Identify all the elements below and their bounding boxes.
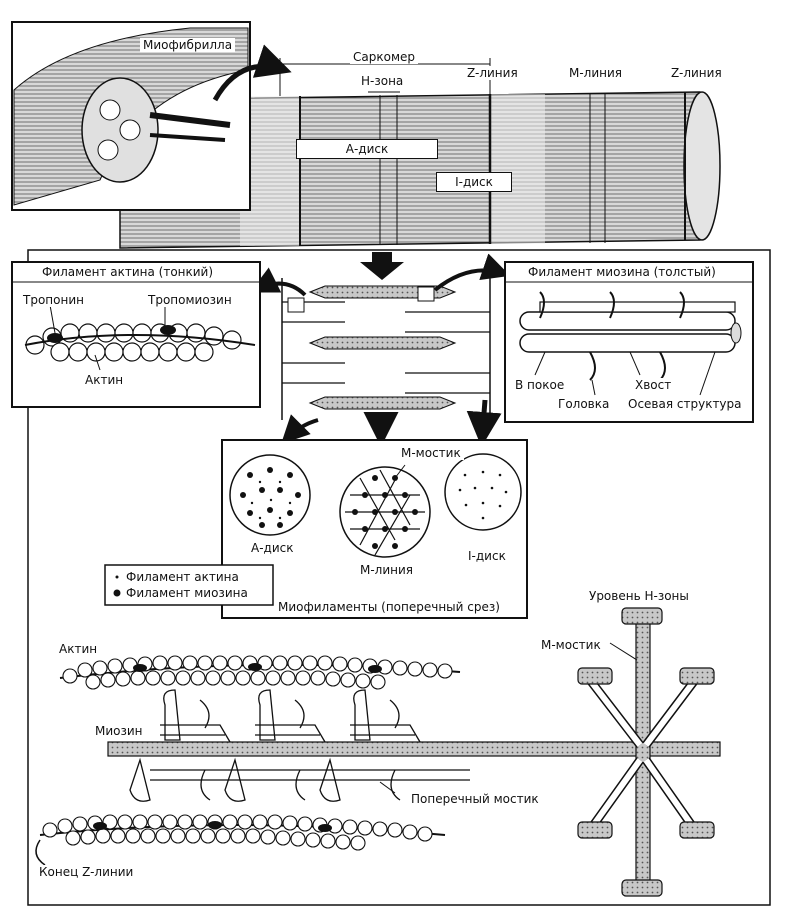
i-band-label: I-диск xyxy=(436,172,512,192)
a-band-label: А-диск xyxy=(296,139,438,159)
z-line-end-label: Конец Z-линии xyxy=(36,865,137,879)
actin-top-label: Актин xyxy=(56,642,101,656)
m-bridge-label-bottom: М-мостик xyxy=(538,638,604,652)
legend-myosin: Филамент миозина xyxy=(126,586,248,600)
arrow-to-actin-panel xyxy=(249,267,307,297)
z-line-label-2: Z-линия xyxy=(668,66,725,80)
arrow-to-i-band xyxy=(466,399,502,447)
i-band-section-label: I-диск xyxy=(465,549,509,563)
myosin-label: Миозин xyxy=(92,724,146,738)
tail-label: Хвост xyxy=(632,378,675,392)
head-label: Головка xyxy=(555,397,613,411)
myofibril-cylinder xyxy=(119,58,721,249)
cross-section-panel xyxy=(104,439,528,619)
bottom-myosin xyxy=(107,689,721,802)
troponin-label: Тропонин xyxy=(20,293,87,307)
arrow-to-a-band xyxy=(281,414,319,444)
m-line-section-label: М-линия xyxy=(357,563,417,577)
bottom-actin-bottom xyxy=(35,814,446,866)
actin-panel-title: Филамент актина (тонкий) xyxy=(42,265,214,279)
legend-actin: Филамент актина xyxy=(126,570,239,584)
actin-panel xyxy=(11,261,261,408)
myofibril-arrow xyxy=(212,44,292,102)
tropomyosin-label: Тропомиозин xyxy=(145,293,235,307)
arrow-to-myosin-panel xyxy=(433,253,511,292)
z-line-label-1: Z-линия xyxy=(464,66,521,80)
filament-schematic xyxy=(281,278,491,420)
bottom-actin-top xyxy=(59,655,461,690)
m-bridge-label-cross: М-мостик xyxy=(398,446,464,460)
figure-frame xyxy=(27,249,771,906)
actin-label: Актин xyxy=(82,373,127,387)
h-zone-star xyxy=(577,607,715,897)
a-band-section-label: А-диск xyxy=(248,541,297,555)
myofibril-inset xyxy=(11,21,251,211)
myofibril-label: Миофибрилла xyxy=(140,38,236,52)
myosin-panel-title: Филамент миозина (толстый) xyxy=(528,265,716,279)
cross-bridge-label: Поперечный мостик xyxy=(408,792,542,806)
m-line-label: М-линия xyxy=(566,66,626,80)
sarcomere-label: Саркомер xyxy=(350,50,418,64)
h-zone-label: Н-зона xyxy=(358,74,407,88)
i-band-section xyxy=(444,453,522,531)
axial-label: Осевая структура xyxy=(625,397,745,411)
down-arrow-main xyxy=(360,252,404,280)
h-zone-level-label: Уровень Н-зоны xyxy=(586,589,692,603)
cross-section-caption: Миофиламенты (поперечный срез) xyxy=(278,600,500,614)
at-rest-label: В покое xyxy=(512,378,568,392)
myosin-panel xyxy=(504,261,754,423)
